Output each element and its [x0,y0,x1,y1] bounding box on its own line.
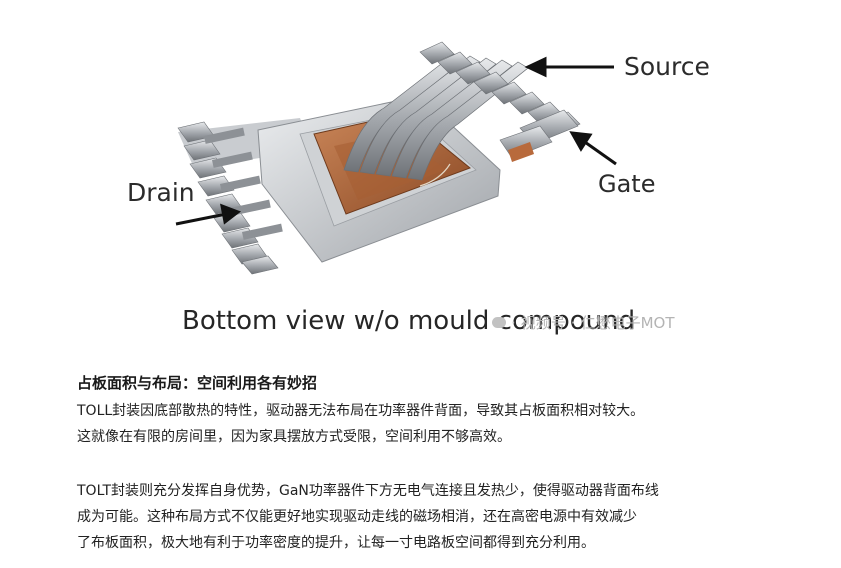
paragraph-line: TOLL封装因底部散热的特性，驱动器无法布局在功率器件背面，导致其占板面积相对较… [77,403,645,419]
channel-icon [492,317,506,328]
paragraph-2: TOLT封装则充分发挥自身优势，GaN功率器件下方无电气连接且发热少，使得驱动器… [77,478,659,556]
watermark-account: 视频号 [520,314,566,332]
drain-label: Drain [127,178,195,207]
gate-label: Gate [598,170,656,198]
watermark-prefix: · [511,313,516,332]
paragraph-line: 成为可能。这种布局方式不仅能更好地实现驱动走线的磁场相消，还在高密电源中有效减少 [77,509,637,525]
source-leads [419,41,581,145]
toll-package-illustration [175,41,617,275]
gate-lead [499,125,553,162]
watermark-separator: · [570,313,576,332]
watermark-name: 仁懋电子MOT [580,314,675,332]
package-figure: Source Gate Drain Bottom view w/o mould … [127,41,710,336]
figure-caption: Bottom view w/o mould compound [182,306,636,336]
paragraph-line: 这就像在有限的房间里，因为家具摆放方式受限，空间利用不够高效。 [77,429,511,445]
paragraph-line: TOLT封装则充分发挥自身优势，GaN功率器件下方无电气连接且发热少，使得驱动器… [77,483,659,499]
source-label: Source [624,52,710,81]
watermark: · 视频号 · 仁懋电子MOT [492,312,675,333]
paragraph-line: 了布板面积，极大地有利于功率密度的提升，让每一寸电路板空间都得到充分利用。 [77,535,595,551]
annotation-arrows [175,56,617,226]
section-heading: 占板面积与布局：空间利用各有妙招 [77,374,318,392]
paragraph-1: TOLL封装因底部散热的特性，驱动器无法布局在功率器件背面，导致其占板面积相对较… [77,398,644,450]
